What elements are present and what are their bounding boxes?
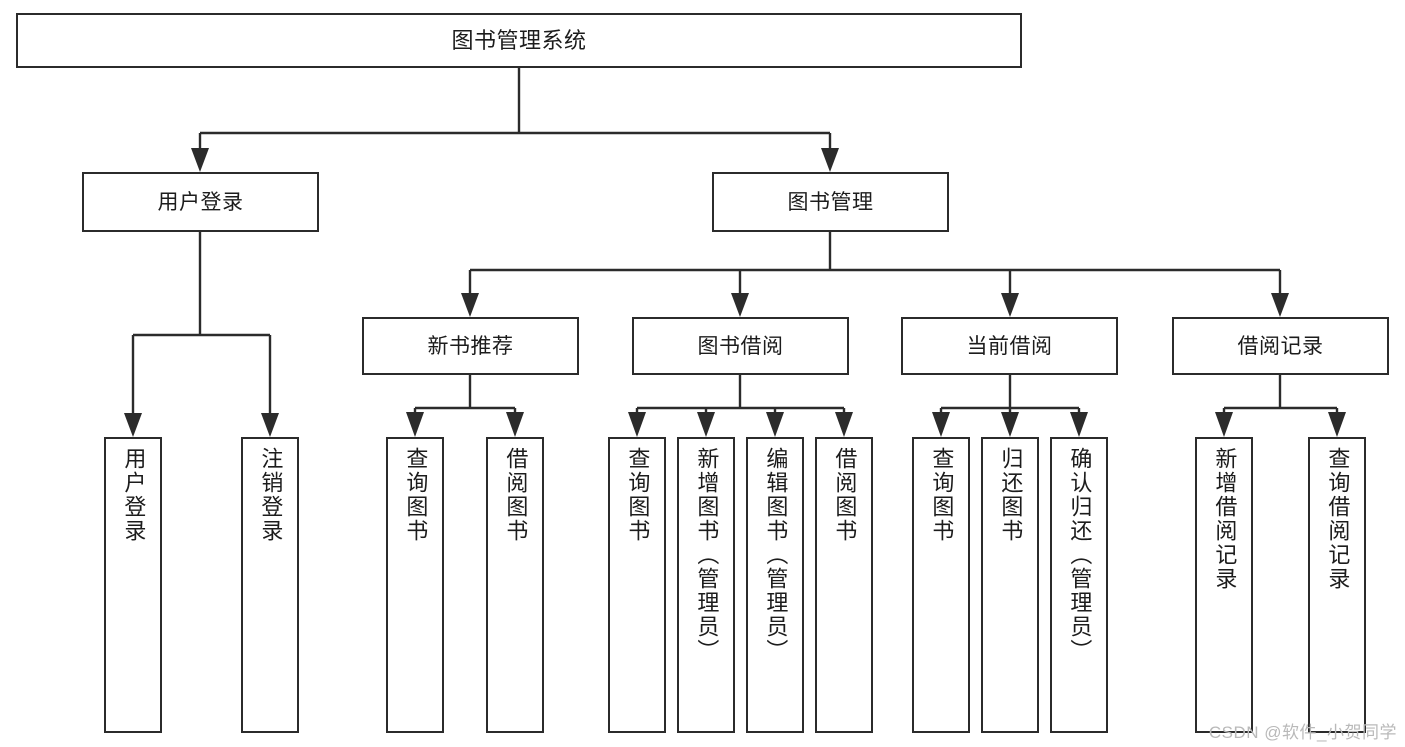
- node-book-management[interactable]: 图书管理: [712, 172, 949, 232]
- node-label: 查询借阅记录: [1325, 447, 1351, 591]
- node-label: 编辑图书（管理员）: [763, 447, 789, 663]
- arrow-to-recommend-leaf-1: [406, 412, 424, 437]
- node-label: 归还图书: [998, 447, 1024, 543]
- leaf-borrow-query-book[interactable]: 查询图书: [608, 437, 666, 733]
- arrow-to-current-leaf-1: [932, 412, 950, 437]
- arrow-to-borrow-leaf-3: [766, 412, 784, 437]
- arrow-to-user-login: [191, 148, 209, 172]
- arrow-to-borrow-leaf-2: [697, 412, 715, 437]
- arrow-to-record-leaf-2: [1328, 412, 1346, 437]
- arrow-to-user-login-leaf: [124, 413, 142, 437]
- node-label: 查询图书: [929, 447, 955, 543]
- node-book-borrow[interactable]: 图书借阅: [632, 317, 849, 375]
- leaf-recommend-query-book[interactable]: 查询图书: [386, 437, 444, 733]
- node-user-login[interactable]: 用户登录: [82, 172, 319, 232]
- arrow-to-recommend-leaf-2: [506, 412, 524, 437]
- arrow-to-current-borrow: [1001, 293, 1019, 317]
- node-label: 查询图书: [403, 447, 429, 543]
- leaf-recommend-borrow-book[interactable]: 借阅图书: [486, 437, 544, 733]
- arrow-to-current-leaf-3: [1070, 412, 1088, 437]
- node-label: 用户登录: [121, 447, 147, 543]
- arrow-to-borrow-leaf-4: [835, 412, 853, 437]
- leaf-borrow-add-book-admin[interactable]: 新增图书（管理员）: [677, 437, 735, 733]
- node-new-book-recommend[interactable]: 新书推荐: [362, 317, 579, 375]
- node-label: 借阅图书: [832, 447, 858, 543]
- node-label: 注销登录: [258, 447, 284, 543]
- node-current-borrow[interactable]: 当前借阅: [901, 317, 1118, 375]
- leaf-current-confirm-return-admin[interactable]: 确认归还（管理员）: [1050, 437, 1108, 733]
- node-label: 新增借阅记录: [1212, 447, 1238, 591]
- arrow-to-borrow-record: [1271, 293, 1289, 317]
- node-label: 新书推荐: [427, 334, 514, 358]
- leaf-user-login-login[interactable]: 用户登录: [104, 437, 162, 733]
- leaf-record-add-record[interactable]: 新增借阅记录: [1195, 437, 1253, 733]
- arrow-to-book-management: [821, 148, 839, 172]
- leaf-current-query-book[interactable]: 查询图书: [912, 437, 970, 733]
- leaf-borrow-borrow-book[interactable]: 借阅图书: [815, 437, 873, 733]
- arrow-to-borrow-leaf-1: [628, 412, 646, 437]
- arrow-to-logout-leaf: [261, 413, 279, 437]
- node-label: 当前借阅: [966, 334, 1053, 358]
- node-label: 借阅记录: [1237, 334, 1324, 358]
- leaf-current-return-book[interactable]: 归还图书: [981, 437, 1039, 733]
- arrow-to-record-leaf-1: [1215, 412, 1233, 437]
- arrow-to-book-borrow: [731, 293, 749, 317]
- node-label: 图书管理系统: [451, 27, 587, 53]
- node-label: 新增图书（管理员）: [694, 447, 720, 663]
- node-label: 查询图书: [625, 447, 651, 543]
- leaf-user-login-logout[interactable]: 注销登录: [241, 437, 299, 733]
- leaf-borrow-edit-book-admin[interactable]: 编辑图书（管理员）: [746, 437, 804, 733]
- leaf-record-query-record[interactable]: 查询借阅记录: [1308, 437, 1366, 733]
- node-label: 借阅图书: [503, 447, 529, 543]
- arrow-to-new-book-recommend: [461, 293, 479, 317]
- node-label: 确认归还（管理员）: [1067, 447, 1093, 663]
- node-label: 图书管理: [787, 190, 874, 214]
- arrow-to-current-leaf-2: [1001, 412, 1019, 437]
- node-root-system[interactable]: 图书管理系统: [16, 13, 1022, 68]
- csdn-watermark: CSDN @软件_小贺同学: [1208, 723, 1397, 742]
- node-borrow-record[interactable]: 借阅记录: [1172, 317, 1389, 375]
- node-label: 用户登录: [157, 190, 244, 214]
- node-label: 图书借阅: [697, 334, 784, 358]
